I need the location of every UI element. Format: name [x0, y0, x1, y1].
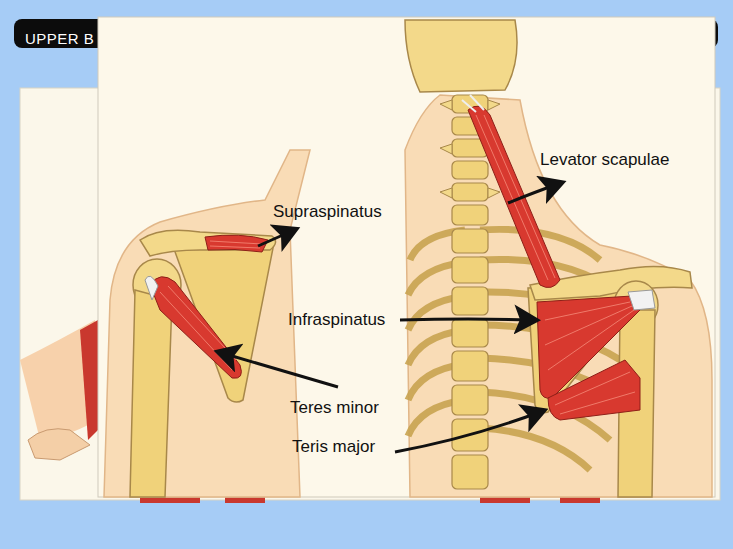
- muscle-label: Levator scapulae: [540, 150, 669, 170]
- muscle-label: Supraspinatus: [273, 202, 382, 222]
- muscle-label: Teres minor: [290, 398, 379, 418]
- muscle-label: Infraspinatus: [288, 310, 385, 330]
- muscle-label: Teris major: [292, 437, 375, 457]
- leader-lines: [222, 184, 558, 452]
- front-slide: [98, 17, 715, 497]
- header-title: UPPER B: [25, 29, 94, 49]
